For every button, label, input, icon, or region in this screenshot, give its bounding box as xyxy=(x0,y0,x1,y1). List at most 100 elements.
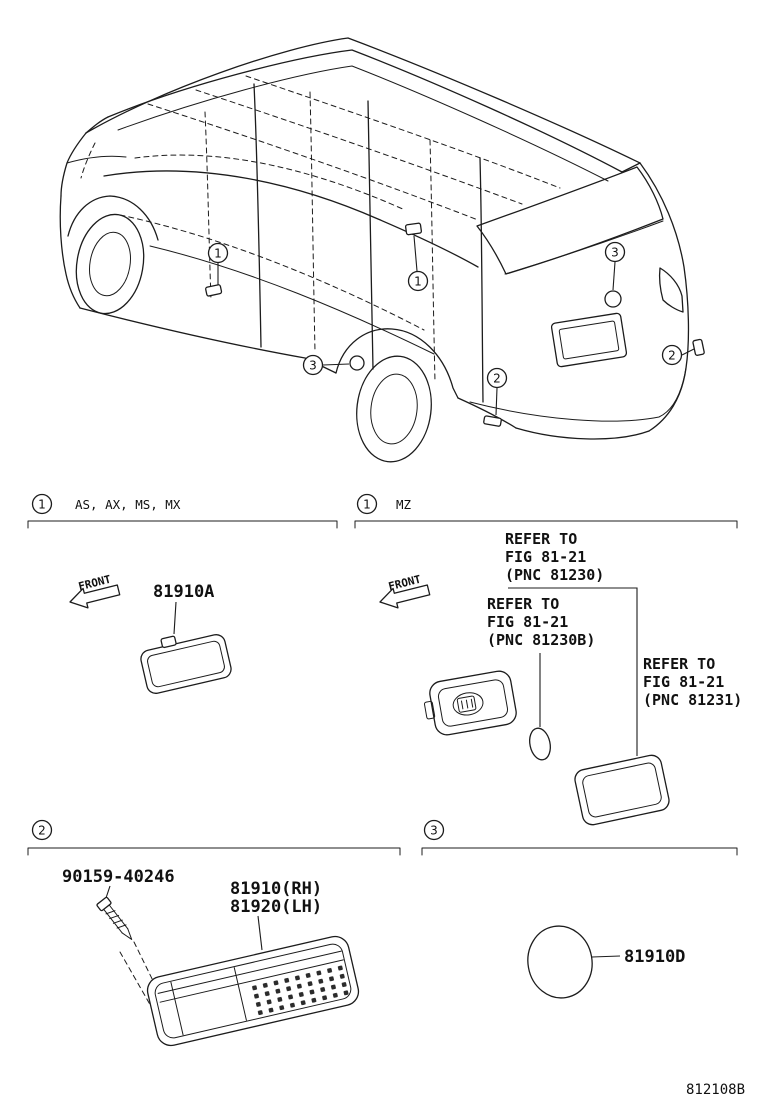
door-seam-b xyxy=(253,83,262,348)
vehicle-callout-2-bumper: 2 xyxy=(661,344,695,366)
bumper-crease xyxy=(469,367,687,422)
roof-near-edge xyxy=(107,49,623,173)
front-arrow-shape xyxy=(69,584,121,609)
part-label-81910-rh: 81910(RH) xyxy=(230,879,322,899)
refer-81230-line2: FIG 81-21 xyxy=(505,548,586,566)
taillight xyxy=(658,267,684,313)
a-pillar-windshield xyxy=(60,132,87,197)
section-1b-header: 1 MZ xyxy=(354,493,738,529)
rear-wheel-arch xyxy=(335,328,459,399)
vehicle-callout-1-sliding-door: 1 xyxy=(407,235,429,292)
callout-number: 2 xyxy=(668,349,676,363)
part-label-81920-lh: 81920(LH) xyxy=(230,897,322,917)
roof-front-edge xyxy=(85,116,109,134)
section-3-callout-number: 3 xyxy=(430,824,438,838)
leader-81910A xyxy=(173,601,177,635)
part-label-81910A: 81910A xyxy=(153,582,214,602)
refer-81230b-line2: FIG 81-21 xyxy=(487,613,568,631)
rear-right-edge xyxy=(639,162,690,432)
part-label-81910D: 81910D xyxy=(624,947,685,967)
rocker-marker-lamp xyxy=(483,415,502,427)
rear-window xyxy=(476,166,664,275)
round-reflector-81910D xyxy=(527,925,593,999)
front-wheel-arch xyxy=(67,195,159,241)
license-plate-recess xyxy=(550,312,628,368)
callout-number: 3 xyxy=(611,246,619,260)
section-1a-callout-number: 1 xyxy=(38,498,46,512)
rear-bumper-bottom xyxy=(515,427,650,440)
section-1a-bracket xyxy=(27,520,338,529)
refer-81231-line2: FIG 81-21 xyxy=(643,673,724,691)
refer-note-81231: REFER TO FIG 81-21 (PNC 81231) xyxy=(643,655,742,709)
refer-81231-line1: REFER TO xyxy=(643,655,715,673)
front-wheel xyxy=(75,213,145,315)
door-seam-c xyxy=(367,100,374,370)
door-dashed-line xyxy=(204,111,212,301)
section-1a-grades: AS, AX, MS, MX xyxy=(75,497,181,512)
door-dashed-line xyxy=(309,91,316,353)
callout-number: 3 xyxy=(309,359,317,373)
leader-81230-to-lens xyxy=(508,587,638,756)
windshield-inner-line xyxy=(80,142,96,179)
section-1a-callout-circle xyxy=(31,493,53,515)
screw-insert-dashed-line xyxy=(119,951,153,1009)
front-face xyxy=(59,195,81,309)
refer-81230b-line1: REFER TO xyxy=(487,595,559,613)
part-label-screw: 90159-40246 xyxy=(62,867,175,887)
side-marker-front-door xyxy=(205,284,223,297)
hood-line xyxy=(66,155,127,164)
lamp-housing-mz xyxy=(423,670,517,736)
side-turn-lamp-81910 xyxy=(146,935,360,1047)
front-arrow-shape xyxy=(379,584,431,609)
round-reflector-side xyxy=(349,355,365,371)
quarter-seam xyxy=(479,157,484,403)
vehicle-callout-3-side: 3 xyxy=(302,354,350,376)
vehicle-callout-3-rear: 3 xyxy=(604,241,626,291)
section-1b-callout-circle xyxy=(356,493,378,515)
rear-panel-crease xyxy=(504,220,664,275)
roof-dashed-line xyxy=(147,103,479,221)
door-dashed-line xyxy=(429,139,436,383)
screw-90159-40246 xyxy=(96,896,133,940)
refer-note-81230b: REFER TO FIG 81-21 (PNC 81230B) xyxy=(487,595,595,649)
refer-81231-line3: (PNC 81231) xyxy=(643,691,742,709)
section-3-header: 3 xyxy=(421,819,738,856)
vehicle-callout-1-front-door: 1 xyxy=(207,242,229,285)
callout-number: 1 xyxy=(214,247,222,261)
beltline xyxy=(103,170,479,268)
bulb-gasket-mz xyxy=(529,727,551,761)
section-1b-callout-number: 1 xyxy=(363,498,371,512)
front-arrow-1b: FRONT xyxy=(379,573,431,609)
rear-wheel-inner xyxy=(370,373,418,445)
vehicle-callout-2-rocker: 2 xyxy=(486,367,508,416)
section-1a-header: 1 AS, AX, MS, MX xyxy=(27,493,338,529)
refer-81230-line3: (PNC 81230) xyxy=(505,566,604,584)
section-2-callout-circle xyxy=(31,819,53,841)
section-1b-grades: MZ xyxy=(396,497,412,512)
callout-number: 2 xyxy=(493,372,501,386)
rocker-line xyxy=(79,307,337,374)
vehicle-illustration xyxy=(59,37,705,463)
side-marker-sliding-door xyxy=(404,222,423,236)
window-dashed-line xyxy=(134,154,406,211)
roof-far-edge xyxy=(85,37,641,164)
refer-81230-line1: REFER TO xyxy=(505,530,577,548)
section-2-header: 2 xyxy=(27,819,401,856)
lower-rear-side xyxy=(457,397,517,429)
side-marker-lamp-81910A xyxy=(140,634,232,694)
lens-dot-texture xyxy=(248,963,350,1017)
roof-dashed-line xyxy=(195,89,523,205)
window-top-line xyxy=(117,65,609,182)
section-2-bracket xyxy=(27,847,401,856)
callout-number: 1 xyxy=(414,275,422,289)
refer-81230b-line3: (PNC 81230B) xyxy=(487,631,595,649)
diagram-code: 812108B xyxy=(686,1082,745,1098)
rear-bumper-marker-lamp xyxy=(692,338,705,356)
lamp-lens-mz xyxy=(574,754,670,826)
front-arrow-1a: FRONT xyxy=(69,573,121,609)
roof-rear-edge xyxy=(621,162,641,173)
roof-dashed-line xyxy=(245,75,561,189)
section-2-callout-number: 2 xyxy=(38,824,46,838)
leader-81910D xyxy=(591,955,621,958)
